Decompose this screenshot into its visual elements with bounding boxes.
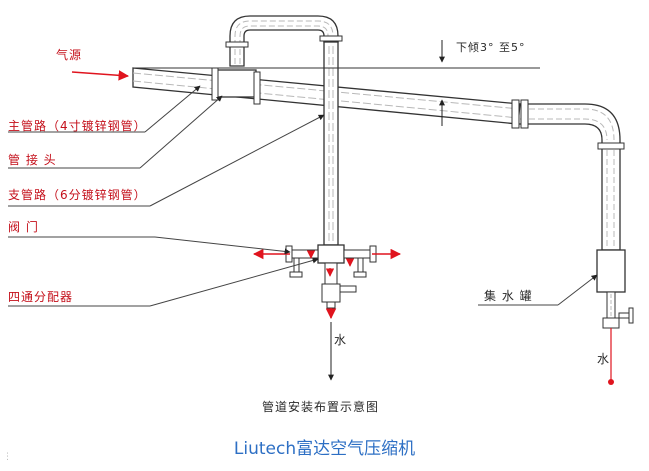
corner-dots: ⋮ <box>3 452 12 462</box>
four-way-distributor <box>285 244 377 309</box>
slope-label: 下倾3° 至5° <box>456 41 526 54</box>
collector-tank-label: 集 水 罐 <box>484 289 533 303</box>
leader-lines <box>8 85 598 381</box>
slope-indicator <box>133 40 540 126</box>
four-way-label: 四通分配器 <box>8 290 74 304</box>
branch-pipe-vertical <box>323 41 339 246</box>
pipe-joint-label: 管 接 头 <box>8 153 57 167</box>
main-pipe-right-section <box>511 99 621 146</box>
branch-pipe-label: 支管路（6分镀锌钢管） <box>8 188 147 202</box>
collector-tank <box>596 249 634 329</box>
flow-arrows <box>71 70 614 385</box>
water-drain-label: 水 <box>597 352 611 366</box>
brand-caption: Liutech富达空气压缩机 <box>233 439 416 459</box>
right-vertical-pipe <box>597 142 625 251</box>
valve-label: 阀 门 <box>8 220 39 234</box>
water-outlet-label: 水 <box>334 333 348 347</box>
gas-source-label: 气源 <box>56 48 83 62</box>
diagram-title: 管道安装布置示意图 <box>262 400 380 414</box>
main-pipe-label: 主管路（4寸镀锌钢管） <box>8 119 147 133</box>
